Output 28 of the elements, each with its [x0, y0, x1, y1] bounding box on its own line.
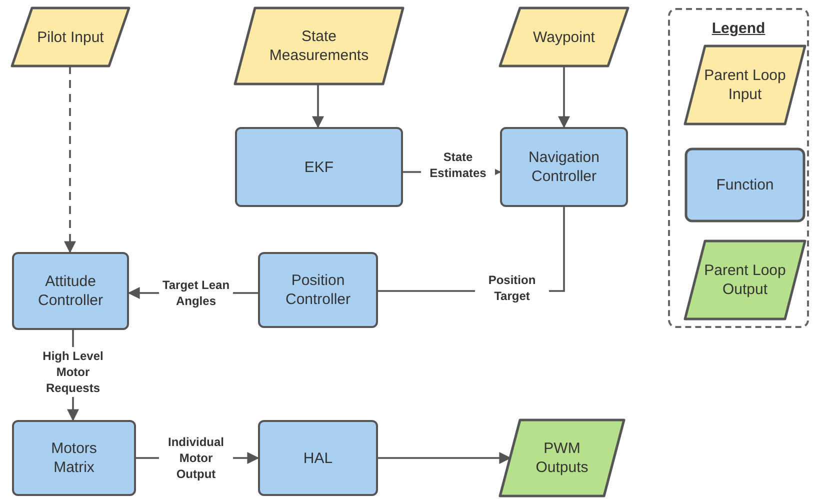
- legend-text: Parent Loop Output: [703, 261, 787, 299]
- node-label: Waypoint: [532, 28, 596, 46]
- input-parallelogram: [235, 8, 403, 84]
- process-box: [258, 252, 378, 328]
- node-label: PWM Outputs: [534, 439, 590, 477]
- input-parallelogram: [12, 8, 129, 66]
- process-box: [12, 252, 129, 330]
- process-box: [500, 127, 628, 207]
- output-parallelogram: [500, 420, 624, 496]
- legend-text: Function: [715, 176, 775, 194]
- process-box: [235, 127, 403, 207]
- node-label: Pilot Input: [36, 28, 105, 46]
- input-parallelogram: [500, 8, 628, 66]
- node-label: EKF: [303, 158, 335, 176]
- node-label: HAL: [302, 448, 334, 468]
- node-label: Motors Matrix: [50, 439, 98, 477]
- process-box: [258, 420, 378, 496]
- arrow: [64, 66, 76, 254]
- legend-title: Legend: [710, 20, 766, 37]
- legend-text: Parent Loop Input: [703, 66, 787, 104]
- arrow: [378, 452, 512, 464]
- node-label: Navigation Controller: [528, 148, 600, 186]
- arrow: [312, 84, 324, 128]
- node-label: Attitude Controller: [36, 272, 104, 310]
- node-label: Position Controller: [284, 271, 352, 309]
- arrow: [558, 66, 570, 128]
- process-box: [12, 420, 136, 496]
- node-label: State Measurements: [268, 27, 370, 65]
